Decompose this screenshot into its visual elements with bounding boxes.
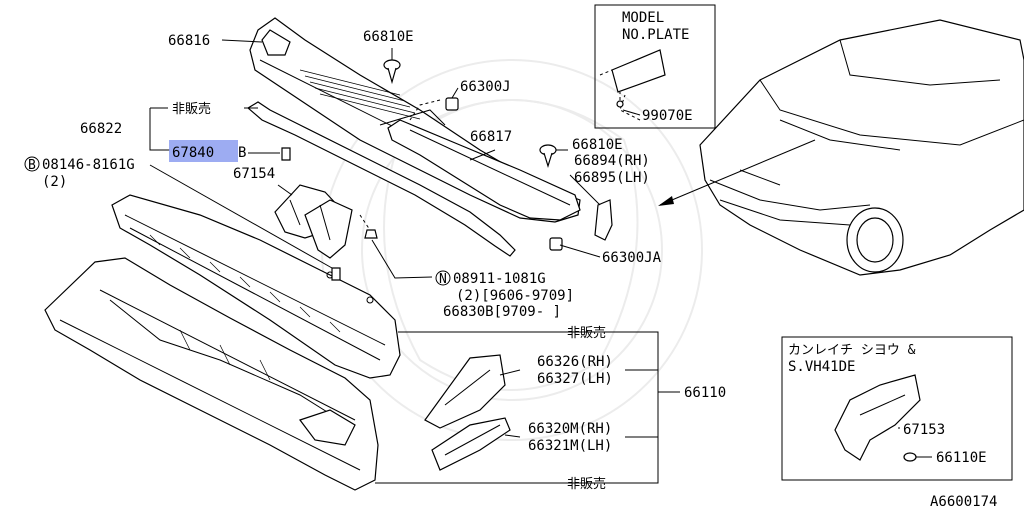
label-bolt-ref-code[interactable]: 08146-8161G: [42, 157, 135, 173]
cowl-top-seal-66822[interactable]: [246, 101, 516, 257]
label-inset-title-line2: S.VH41DE: [788, 359, 855, 375]
label-66321m[interactable]: 66321M(LH): [528, 438, 612, 454]
label-67840b-suffix[interactable]: B: [238, 145, 246, 161]
label-67840b-highlight[interactable]: 67840: [172, 145, 214, 161]
label-66895[interactable]: 66895(LH): [574, 170, 650, 186]
label-diagram-id: A6600174: [930, 494, 997, 510]
label-67154[interactable]: 67154: [233, 166, 275, 182]
label-model-plate-line2: NO.PLATE: [622, 27, 689, 43]
svg-text:B: B: [28, 158, 36, 173]
rubber-66300j[interactable]: [445, 97, 459, 111]
label-not-for-sale-bottom: 非販売: [567, 476, 606, 492]
bolt-67840b[interactable]: [281, 147, 291, 161]
label-66817[interactable]: 66817: [470, 129, 512, 145]
label-nut-ref-code[interactable]: 08911-1081G: [453, 271, 546, 287]
svg-text:N: N: [439, 272, 447, 287]
label-66320m[interactable]: 66320M(RH): [528, 421, 612, 437]
label-model-plate-line1: MODEL: [622, 10, 664, 26]
label-not-for-sale-top: 非販売: [172, 101, 211, 117]
label-66326[interactable]: 66326(RH): [537, 354, 613, 370]
cowl-cover-67153[interactable]: [834, 374, 921, 461]
label-bolt-ref-qty: (2): [42, 174, 67, 190]
label-99070e[interactable]: 99070E: [642, 108, 693, 124]
location-arrow: [658, 139, 816, 206]
label-66810e-right[interactable]: 66810E: [572, 137, 623, 153]
clip-66810e-top[interactable]: [383, 59, 401, 85]
nut-08911[interactable]: [364, 229, 378, 239]
part-highlight: [169, 140, 238, 162]
dash-member-66320m-66321m[interactable]: [431, 417, 511, 471]
label-66300ja[interactable]: 66300JA: [602, 250, 662, 266]
label-67153[interactable]: 67153: [903, 422, 945, 438]
rubber-66300ja[interactable]: [549, 237, 563, 251]
inset-box: [781, 336, 1013, 481]
cowl-bracket-67154[interactable]: [274, 184, 353, 259]
label-66894[interactable]: 66894(RH): [574, 153, 650, 169]
label-66822[interactable]: 66822: [80, 121, 122, 137]
cowl-top-right-66817[interactable]: [387, 119, 581, 221]
label-not-for-sale-mid: 非販売: [567, 325, 606, 341]
label-66816[interactable]: 66816: [168, 33, 210, 49]
label-66830b[interactable]: 66830B[9709- ]: [443, 304, 561, 320]
vehicle-illustration: [699, 19, 1024, 276]
label-inset-title-line1: カンレイチ シヨウ &: [788, 343, 916, 358]
dash-side-member-66326-66327[interactable]: [424, 354, 506, 429]
seal-66894-66895[interactable]: [594, 199, 613, 241]
model-plate-box: [594, 4, 716, 129]
circle-n-marker: N: [435, 270, 451, 287]
label-nut-ref-qty-date: (2)[9606-9709]: [456, 288, 574, 304]
leader-lines: [149, 39, 680, 484]
bolt-08146[interactable]: [331, 267, 341, 281]
clip-66810e-right[interactable]: [539, 144, 557, 169]
circle-b-marker: B: [24, 156, 40, 173]
label-66110[interactable]: 66110: [684, 385, 726, 401]
label-66810e-top[interactable]: 66810E: [363, 29, 414, 45]
label-66327[interactable]: 66327(LH): [537, 371, 613, 387]
label-66110e[interactable]: 66110E: [936, 450, 987, 466]
cowl-top-panel[interactable]: [111, 194, 401, 379]
clip-66110e[interactable]: [903, 452, 932, 462]
dash-upper-66110[interactable]: [44, 257, 379, 491]
label-66300j[interactable]: 66300J: [460, 79, 511, 95]
